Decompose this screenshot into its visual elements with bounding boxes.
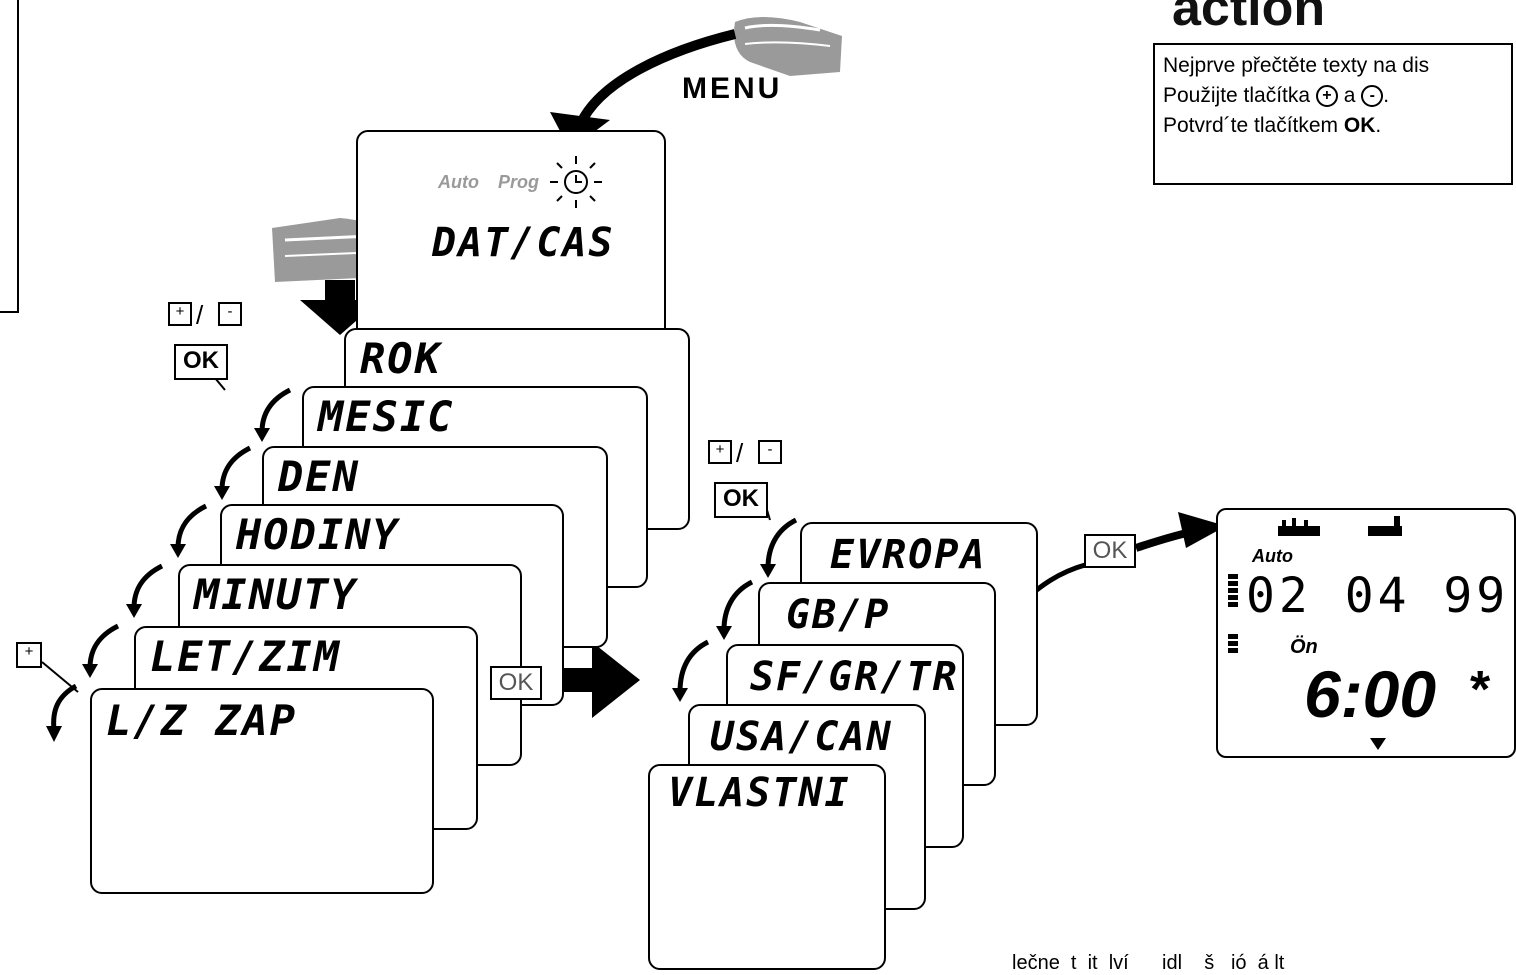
ok-key-icon-dst: OK — [714, 482, 768, 518]
signal-bars-icon — [1228, 574, 1238, 653]
slash-separator: / — [196, 300, 204, 330]
display-star: * — [1470, 661, 1491, 719]
ok-button-dst: OK — [1084, 534, 1136, 568]
instructions-box: Nejprve přečtěte texty na dis Použijte t… — [1153, 43, 1513, 185]
card-label: DAT/CAS — [432, 220, 615, 266]
minus-key-icon: - — [218, 302, 242, 326]
menu-label: MENU — [682, 72, 783, 105]
plus-circle-icon: + — [1315, 85, 1338, 108]
mode-prog-label: Prog — [498, 172, 540, 192]
card-dat-cas: Auto Prog DAT/CAS — [356, 130, 666, 340]
mode-auto-label: Auto — [438, 172, 479, 192]
ok-key-icon: OK — [174, 344, 228, 380]
header-title: action — [1172, 0, 1326, 37]
display-date: 02 04 99 — [1246, 568, 1510, 624]
day-bar-icon — [1278, 516, 1402, 536]
day-pointer-icon — [1370, 738, 1386, 750]
clock-icon — [550, 156, 602, 208]
plus-key-icon: + — [168, 302, 192, 326]
plus-key-icon-dst: + — [708, 440, 732, 464]
hand-menu-icon — [734, 17, 842, 76]
plus-key-icon-small: + — [16, 642, 42, 668]
minus-key-icon-dst: - — [758, 440, 782, 464]
instruction-line-2: Použijte tlačítka + a -. — [1163, 84, 1390, 108]
slash-separator-dst: / — [736, 438, 744, 468]
ok-button-lz: OK — [490, 666, 542, 700]
display-mode-label: Auto — [1252, 546, 1293, 566]
instruction-line-3: Potvrd´te tlačítkem OK. — [1163, 114, 1382, 137]
card-lz-zap: L/Z ZAP — [90, 688, 434, 894]
footer-text-fragment: lečne t it lví idl š ió á lt — [1012, 952, 1285, 974]
instruction-line-1: Nejprve přečtěte texty na dis — [1163, 54, 1430, 77]
final-display: Auto 02 04 99 Ön 6:00 * — [1216, 508, 1516, 758]
display-day-label: Ön — [1290, 636, 1318, 658]
card-vlastni: VLASTNI — [648, 764, 886, 970]
minus-circle-icon: - — [1361, 85, 1384, 108]
display-time: 6:00 — [1304, 657, 1437, 731]
